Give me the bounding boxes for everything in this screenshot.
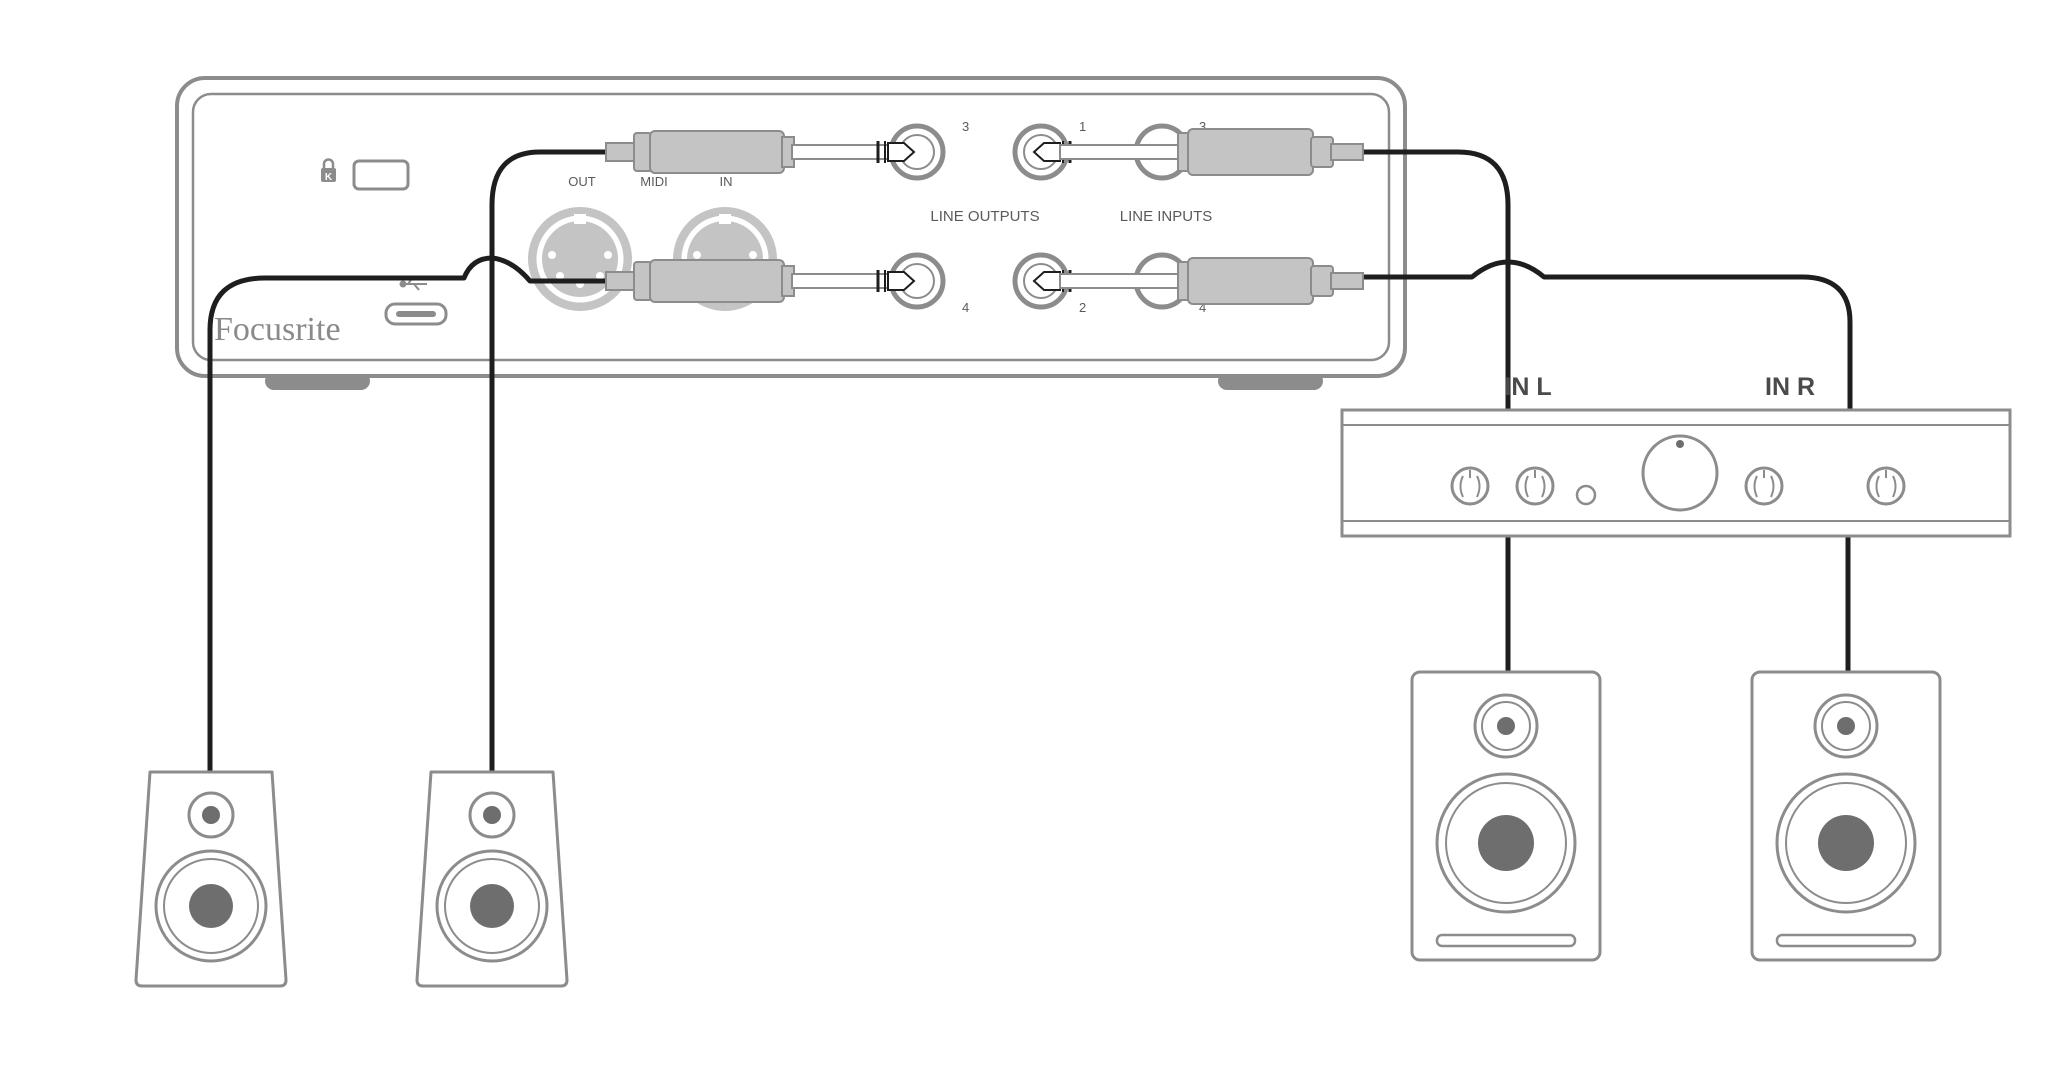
plug-input-2 <box>1032 257 1364 305</box>
cable-output-3-to-speaker-right-small <box>489 149 612 775</box>
amp-knob-1 <box>1450 466 1490 506</box>
speaker-small-right <box>415 770 569 988</box>
audio-interface: K Focusrite <box>175 76 1407 390</box>
cable-input-1-to-amp-in-left <box>1358 149 1511 413</box>
cable-input-2-to-amp-in-right <box>1358 259 1853 413</box>
speaker-small-left <box>134 770 288 988</box>
amp-knob-2 <box>1515 466 1555 506</box>
amp-knob-3 <box>1744 466 1784 506</box>
midi-out-label: OUT <box>568 174 596 189</box>
speaker-port <box>1775 933 1917 948</box>
kensington-lock-icon: K <box>321 158 336 183</box>
cable-output-4-to-speaker-left-small <box>207 255 612 775</box>
amplifier: IN L IN R <box>1340 373 2012 538</box>
amp-input-left-label: IN L <box>1504 373 1551 401</box>
jack-number-in-2: 2 <box>1079 300 1086 315</box>
svg-text:K: K <box>325 172 333 183</box>
jack-plugs <box>605 128 1364 305</box>
brand-logo: Focusrite <box>214 311 341 348</box>
plug-output-4 <box>605 259 916 303</box>
cables <box>207 149 1853 775</box>
speaker-port <box>1435 933 1577 948</box>
amp-led-indicator <box>1575 484 1597 506</box>
kensington-slot <box>352 159 410 191</box>
speaker-large-right <box>1750 670 1942 962</box>
jack-number-in-4: 4 <box>1199 300 1206 315</box>
jack-number-in-3: 3 <box>1199 119 1206 134</box>
line-outputs-label: LINE OUTPUTS <box>930 208 1039 225</box>
plug-output-3 <box>605 130 916 174</box>
midi-out-port <box>528 207 632 311</box>
jack-number-out-3: 3 <box>962 119 969 134</box>
amp-input-right-label: IN R <box>1765 373 1815 401</box>
line-inputs-label: LINE INPUTS <box>1120 208 1213 225</box>
jack-number-out-4: 4 <box>962 300 969 315</box>
amp-knob-4 <box>1866 466 1906 506</box>
jack-number-in-1: 1 <box>1079 119 1086 134</box>
midi-in-label: IN <box>720 174 733 189</box>
speaker-large-left <box>1410 670 1602 962</box>
plug-input-1 <box>1032 128 1364 176</box>
midi-label: MIDI <box>640 174 667 189</box>
amp-volume-knob <box>1641 434 1719 512</box>
